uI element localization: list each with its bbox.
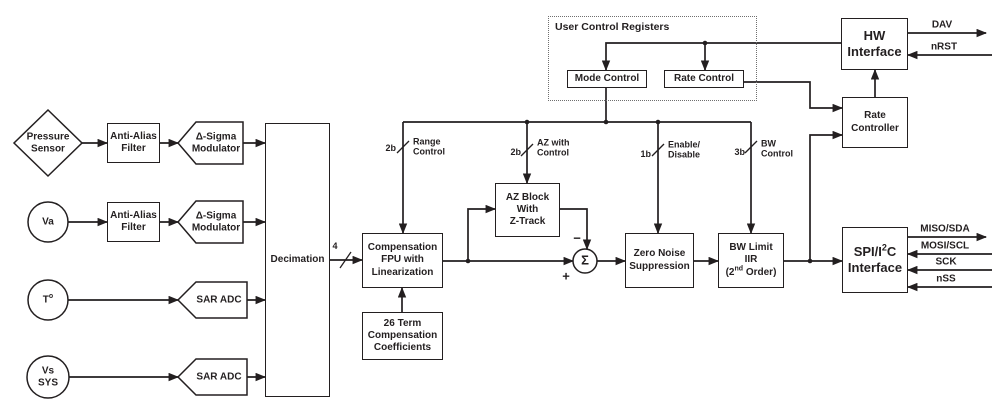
nss-signal-label: nSS: [936, 273, 956, 285]
decimation-block: Decimation: [265, 123, 330, 397]
bw-limit-iir-block: BW Limit IIR (2nd Order): [718, 233, 784, 288]
bw-control-label: BW Control: [761, 138, 793, 159]
range-control-label: Range Control: [413, 136, 445, 157]
zero-noise-suppression-label: Zero Noise Suppression: [629, 248, 690, 272]
vs-sys-source-label: Vs SYS: [37, 365, 59, 389]
az-block: AZ Block With Z-Track: [495, 183, 560, 237]
hw-interface-label: HW Interface: [847, 28, 902, 59]
temperature-source-label: To: [42, 292, 54, 306]
pressure-sensor-label: Pressure Sensor: [26, 131, 70, 155]
range-control-width-label: 2b: [385, 142, 396, 153]
delta-sigma-modulator-1-shape: [177, 121, 244, 165]
mode-control-register: Mode Control: [567, 70, 647, 88]
bus-slash-bw: [744, 140, 758, 154]
junction-dot: [603, 119, 609, 125]
user-control-registers-title: User Control Registers: [555, 21, 670, 33]
rate-control-register: Rate Control: [664, 70, 744, 88]
sar-adc-1-label: SAR ADC: [196, 294, 242, 306]
enable-width-label: 1b: [640, 148, 651, 159]
compensation-coefficients-label: 26 Term Compensation Coefficients: [367, 317, 438, 354]
pressure-sensor-diamond: [12, 108, 84, 178]
mosi-scl-signal-label: MOSI/SCL: [920, 240, 970, 252]
mode-control-label: Mode Control: [574, 72, 640, 84]
hw-interface-block: HW Interface: [841, 18, 908, 70]
bw-limit-iir-label: BW Limit IIR (2nd Order): [725, 242, 777, 278]
spi-i2c-interface-label: SPI/I2C Interface: [847, 242, 903, 275]
anti-alias-filter-1-block: Anti-Alias Filter: [107, 123, 160, 163]
wire-spi-to-rate-controller: [809, 130, 844, 261]
user-control-registers-group: [548, 16, 757, 101]
decimation-label: Decimation: [270, 253, 325, 265]
summing-plus-sign: +: [562, 268, 570, 284]
rate-control-label: Rate Control: [674, 72, 734, 84]
az-control-label: AZ with Control: [537, 137, 570, 158]
summing-minus-sign: −: [573, 230, 581, 246]
zero-noise-suppression-block: Zero Noise Suppression: [625, 233, 694, 288]
compensation-fpu-label: Compensation FPU with Linearization: [367, 242, 438, 278]
miso-sda-signal-label: MISO/SDA: [920, 223, 970, 235]
wire-rate-control-to-rate-controller: [744, 81, 844, 113]
wire-az-to-sigma: [560, 208, 592, 251]
sar-adc-2-shape: [176, 358, 248, 396]
delta-sigma-modulator-2-label: Δ-Sigma Modulator: [191, 210, 241, 234]
sar-adc-1-shape: [176, 281, 248, 319]
anti-alias-filter-1-label: Anti-Alias Filter: [110, 130, 157, 154]
summing-junction-sigma: Σ: [581, 252, 589, 268]
bus-slash-4: [339, 251, 352, 269]
anti-alias-filter-2-label: Anti-Alias Filter: [110, 209, 157, 233]
sck-signal-label: SCK: [935, 256, 957, 268]
az-control-width-label: 2b: [510, 146, 521, 157]
wire-branch-to-az: [467, 204, 497, 261]
bus-slash-range: [396, 140, 410, 154]
bw-control-width-label: 3b: [734, 146, 745, 157]
anti-alias-filter-2-block: Anti-Alias Filter: [107, 202, 160, 242]
bus-slash-enable: [651, 143, 665, 157]
delta-sigma-modulator-1-label: Δ-Sigma Modulator: [191, 131, 241, 155]
compensation-fpu-block: Compensation FPU with Linearization: [362, 233, 443, 288]
wire-hw-to-mode-control: [601, 42, 841, 72]
nrst-signal-label: nRST: [930, 41, 958, 53]
bus-slash-az: [520, 143, 534, 157]
sar-adc-2-label: SAR ADC: [196, 371, 242, 383]
rate-controller-label: Rate Controller: [851, 110, 899, 134]
spi-i2c-interface-block: SPI/I2C Interface: [842, 227, 908, 293]
enable-disable-label: Enable/ Disable: [668, 139, 701, 160]
rate-controller-block: Rate Controller: [842, 97, 908, 148]
bus-width-4-label: 4: [332, 240, 338, 251]
va-source-label: Va: [42, 216, 54, 228]
az-block-label: AZ Block With Z-Track: [505, 191, 550, 228]
compensation-coefficients-block: 26 Term Compensation Coefficients: [362, 312, 443, 360]
dav-signal-label: DAV: [931, 19, 953, 31]
delta-sigma-modulator-2-shape: [177, 200, 244, 244]
